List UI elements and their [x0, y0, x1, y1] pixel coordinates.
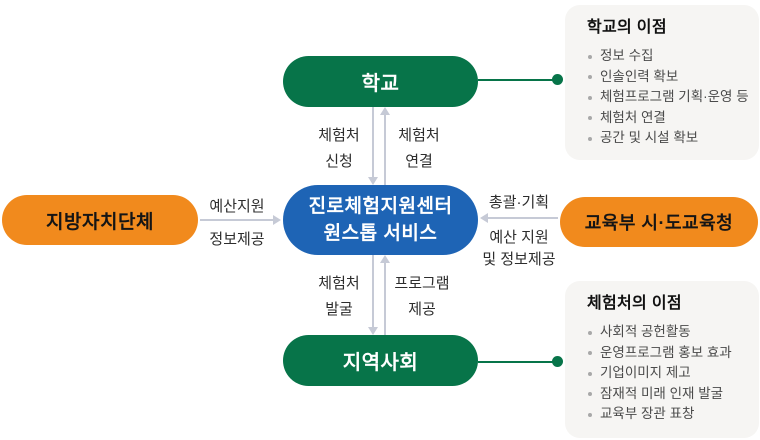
connector-school-dot — [552, 74, 563, 85]
workplace-benefits-list: 사회적 공헌활동 운영프로그램 홍보 효과 기업이미지 제고 잠재적 미래 인재… — [587, 322, 747, 425]
node-school: 학교 — [283, 56, 478, 107]
node-community: 지역사회 — [283, 335, 478, 386]
arrow-localgov-to-center-line — [200, 219, 273, 221]
school-benefit-item: 인솔인력 확보 — [587, 67, 747, 88]
node-local-gov: 지방자치단체 — [2, 195, 198, 245]
arrow-community-to-center-head — [380, 255, 390, 263]
edge-label-localgov-budget: 예산지원 — [209, 198, 265, 215]
school-benefits-list: 정보 수집 인솔인력 확보 체험프로그램 기획·운영 등 체험처 연결 공간 및… — [587, 46, 749, 149]
arrow-ministry-to-center-head — [480, 213, 488, 223]
edge-label-school-to-center: 체험처 신청 — [308, 123, 370, 175]
workplace-benefit-item: 사회적 공헌활동 — [587, 322, 747, 343]
edge-label-line: 제공 — [408, 301, 436, 318]
edge-label-line: 체험처 — [318, 275, 360, 292]
edge-label-line: 신청 — [325, 153, 353, 170]
edge-label-line: 프로그램 — [394, 275, 450, 292]
workplace-benefit-item: 교육부 장관 표창 — [587, 404, 747, 425]
school-benefit-item: 체험처 연결 — [587, 108, 747, 129]
arrow-school-to-center-head — [368, 177, 378, 185]
arrow-center-to-school-head — [380, 107, 390, 115]
node-center: 진로체험지원센터 원스톱 서비스 — [283, 185, 478, 255]
arrow-ministry-to-center-line — [488, 217, 558, 219]
workplace-benefit-item: 잠재적 미래 인재 발굴 — [587, 384, 747, 405]
node-community-label: 지역사회 — [342, 352, 419, 374]
connector-community-dot — [552, 356, 563, 367]
workplace-benefit-item: 기업이미지 제고 — [587, 363, 747, 384]
arrow-center-to-school-line — [384, 114, 386, 185]
edge-label-line: 연결 — [405, 153, 433, 170]
workplace-benefits-panel: 체험처의 이점 사회적 공헌활동 운영프로그램 홍보 효과 기업이미지 제고 잠… — [565, 281, 759, 438]
arrow-community-to-center-line — [384, 262, 386, 335]
connector-school-to-panel-line — [478, 79, 554, 81]
school-benefit-item: 체험프로그램 기획·운영 등 — [587, 87, 749, 108]
edge-label-line: 발굴 — [325, 301, 353, 318]
arrow-school-to-center-line — [372, 107, 374, 178]
node-center-line2: 원스톱 서비스 — [323, 223, 438, 244]
school-benefits-title: 학교의 이점 — [587, 19, 667, 36]
node-ministry-label: 교육부 시·도교육청 — [584, 213, 734, 233]
edge-label-center-to-community: 체험처 발굴 — [308, 271, 370, 323]
school-benefit-item: 정보 수집 — [587, 46, 747, 67]
edge-label-community-to-center: 프로그램 제공 — [388, 271, 456, 323]
arrow-center-to-community-head — [368, 327, 378, 335]
node-ministry: 교육부 시·도교육청 — [560, 197, 758, 247]
workplace-benefit-item: 운영프로그램 홍보 효과 — [587, 343, 747, 364]
workplace-benefits-title: 체험처의 이점 — [587, 295, 682, 312]
connector-community-to-panel-line — [478, 361, 554, 363]
edge-label-line: 체험처 — [318, 127, 360, 144]
edge-label-ministry-budget: 예산 지원 — [489, 229, 549, 246]
arrow-center-to-community-line — [372, 255, 374, 328]
arrow-localgov-to-center-head — [273, 215, 281, 225]
school-benefit-item: 공간 및 시설 확보 — [587, 128, 747, 149]
edge-label-localgov-info: 정보제공 — [209, 231, 265, 248]
node-school-label: 학교 — [361, 73, 400, 95]
node-center-line1: 진로체험지원센터 — [308, 196, 453, 217]
node-local-gov-label: 지방자치단체 — [46, 211, 154, 233]
edge-label-line: 체험처 — [398, 127, 440, 144]
edge-label-ministry-info: 및 정보제공 — [482, 251, 556, 268]
edge-label-ministry-plan: 총괄·기획 — [488, 194, 550, 211]
edge-label-center-to-school: 체험처 연결 — [388, 123, 450, 175]
school-benefits-panel: 학교의 이점 정보 수집 인솔인력 확보 체험프로그램 기획·운영 등 체험처 … — [565, 5, 759, 160]
